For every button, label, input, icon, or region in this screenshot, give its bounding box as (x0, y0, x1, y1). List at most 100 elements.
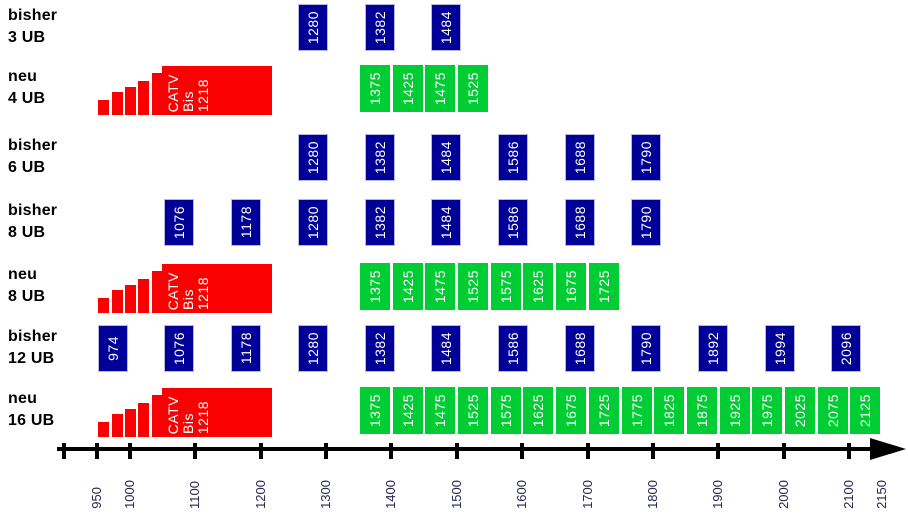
frequency-axis-line (57, 447, 872, 451)
axis-tick-label-1900: 1900 (708, 464, 728, 509)
neu-band-1475: 1475 (425, 263, 456, 310)
band-frequency-label: 1825 (661, 393, 678, 428)
band-frequency-label: 1425 (399, 71, 416, 106)
axis-tick-label-text: 2150 (873, 480, 889, 509)
band-frequency-label: 1484 (438, 205, 455, 240)
bisher-band-1892: 1892 (698, 325, 729, 372)
neu-band-1375: 1375 (359, 263, 390, 310)
catv-stair-bar (151, 73, 163, 115)
band-frequency-label: 1425 (399, 269, 416, 304)
neu-band-1425: 1425 (392, 263, 423, 310)
axis-tick-label-text: 1000 (121, 480, 137, 509)
bisher-band-1790: 1790 (631, 134, 662, 181)
band-frequency-label: 2096 (838, 331, 855, 366)
band-frequency-label: 1925 (726, 393, 743, 428)
band-frequency-label: 1280 (304, 331, 321, 366)
neu-band-2075: 2075 (817, 387, 848, 434)
neu-band-1625: 1625 (523, 387, 554, 434)
band-frequency-label: 1475 (432, 393, 449, 428)
catv-stair-bar (98, 298, 110, 313)
axis-tick-1400 (389, 443, 394, 459)
row-label-line: neu (8, 390, 38, 407)
axis-tick-900 (62, 443, 67, 459)
neu-band-1675: 1675 (556, 387, 587, 434)
band-frequency-label: 1790 (638, 331, 655, 366)
neu-band-1525: 1525 (458, 263, 489, 310)
catv-stair-bar (138, 279, 150, 313)
band-frequency-label: 1725 (595, 269, 612, 304)
catv-stair-bar (111, 290, 123, 313)
band-frequency-label: 1975 (759, 393, 776, 428)
band-frequency-label: 1076 (171, 205, 188, 240)
bisher-band-1484: 1484 (431, 199, 462, 246)
axis-tick-label-1100: 1100 (185, 464, 205, 509)
bisher-band-1688: 1688 (564, 325, 595, 372)
band-frequency-label: 2125 (857, 393, 874, 428)
bisher-band-1994: 1994 (764, 325, 795, 372)
axis-tick-950 (95, 443, 99, 459)
row-label-line: 3 UB (8, 29, 46, 46)
band-frequency-label: 1994 (771, 331, 788, 366)
axis-tick-2000 (781, 443, 786, 459)
band-frequency-label: 1382 (371, 10, 388, 45)
neu-band-1875: 1875 (686, 387, 717, 434)
band-frequency-label: 1178 (238, 206, 255, 239)
row-label-line: neu (8, 68, 38, 85)
row-label-line: neu (8, 266, 38, 283)
axis-tick-label-text: 1700 (579, 480, 595, 509)
axis-tick-label-1300: 1300 (316, 464, 336, 509)
neu-band-2125: 2125 (850, 387, 881, 434)
bisher-band-1484: 1484 (431, 4, 462, 51)
catv-block-text-line: 1218 (195, 78, 212, 112)
band-frequency-label: 2025 (792, 393, 809, 428)
neu-band-1725: 1725 (588, 263, 619, 310)
band-frequency-label: 1688 (571, 140, 588, 175)
band-frequency-label: 1875 (693, 393, 710, 428)
band-frequency-label: 1484 (438, 10, 455, 45)
axis-tick-1200 (258, 443, 263, 459)
row-label-line: 8 UB (8, 288, 46, 305)
axis-tick-1700 (585, 443, 590, 459)
axis-tick-label-1500: 1500 (447, 464, 467, 509)
catv-stair-bar (111, 92, 123, 115)
row-label-line: 6 UB (8, 159, 46, 176)
band-frequency-label: 1280 (304, 140, 321, 175)
catv-stair-bar (124, 409, 136, 437)
axis-tick-label-1400: 1400 (381, 464, 401, 509)
axis-tick-1100 (193, 443, 198, 459)
row-label-neu-4ub: neu 4 UB (8, 66, 45, 110)
row-label-line: 12 UB (8, 350, 55, 367)
catv-stair-bar (138, 403, 150, 437)
row-label-line: 4 UB (8, 90, 46, 107)
band-frequency-label: 1375 (366, 393, 383, 428)
axis-tick-2100 (847, 443, 852, 459)
catv-stair-bar (124, 87, 136, 115)
band-frequency-label: 1586 (504, 331, 521, 366)
axis-tick-label-text: 1500 (448, 480, 464, 509)
bisher-band-1076: 1076 (164, 325, 195, 372)
band-frequency-label: 1775 (628, 393, 645, 428)
neu-band-1775: 1775 (621, 387, 652, 434)
band-frequency-label: 1484 (438, 140, 455, 175)
bisher-band-1280: 1280 (297, 199, 328, 246)
band-frequency-label: 1382 (371, 140, 388, 175)
bisher-band-1382: 1382 (364, 199, 395, 246)
band-frequency-label: 1525 (465, 393, 482, 428)
band-frequency-label: 1382 (371, 205, 388, 240)
bisher-band-1484: 1484 (431, 325, 462, 372)
catv-stair-bar (98, 100, 110, 115)
neu-band-1525: 1525 (458, 65, 489, 112)
axis-tick-label-1700: 1700 (578, 464, 598, 509)
bisher-band-1382: 1382 (364, 4, 395, 51)
band-frequency-label: 1675 (563, 269, 580, 304)
catv-block-text-line: 1218 (195, 276, 212, 310)
neu-band-1475: 1475 (425, 387, 456, 434)
axis-tick-label-text: 1600 (514, 480, 530, 509)
neu-band-1825: 1825 (654, 387, 685, 434)
